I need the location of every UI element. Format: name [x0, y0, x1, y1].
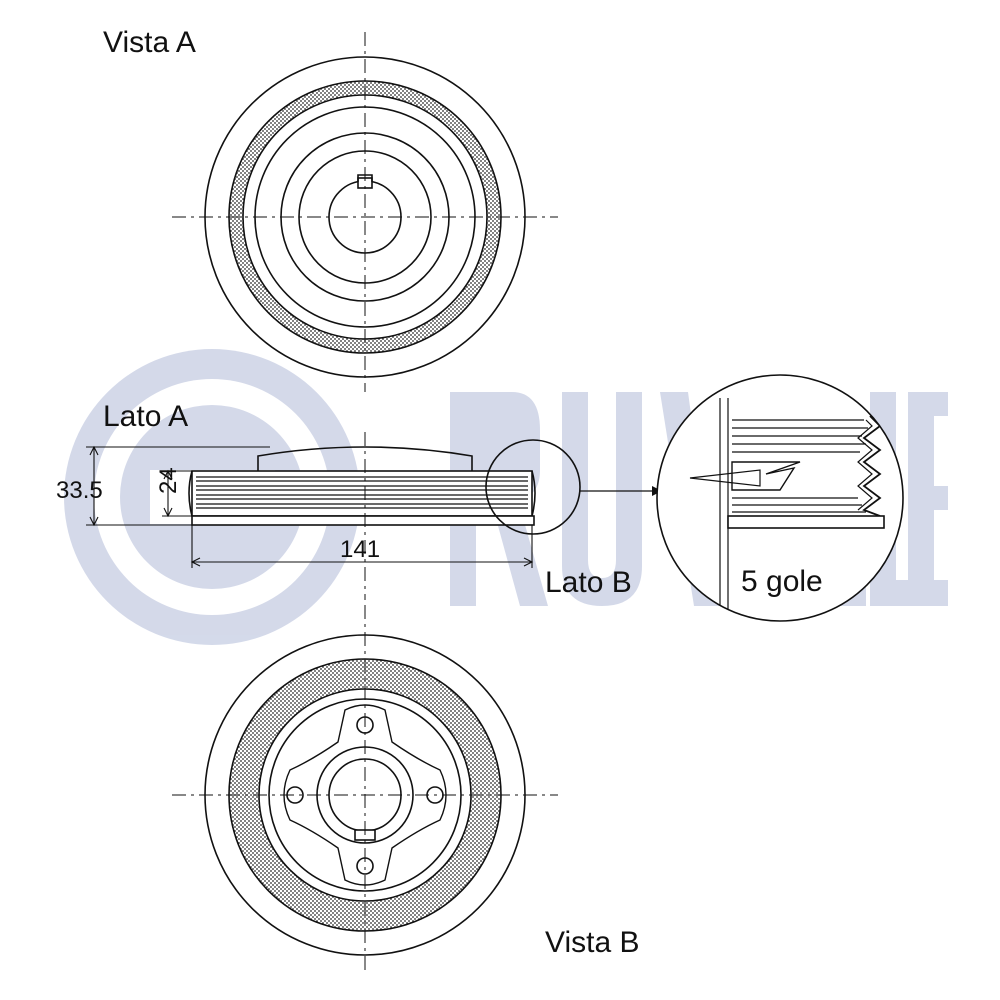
dimension-lines — [86, 445, 534, 568]
dimension-belt-width: 24 — [155, 467, 182, 494]
view-b-drawing — [172, 605, 558, 975]
side-b-label: Lato B — [545, 566, 632, 599]
view-b-label: Vista B — [545, 926, 640, 959]
dimension-total-height: 33.5 — [56, 477, 103, 504]
grooves-label: 5 gole — [741, 565, 823, 598]
view-a-label: Vista A — [103, 26, 196, 59]
view-a-drawing — [172, 32, 558, 392]
dimension-diameter: 141 — [340, 536, 380, 563]
side-view-drawing — [188, 432, 662, 600]
side-a-label: Lato A — [103, 400, 188, 433]
groove-detail-drawing — [656, 374, 904, 622]
